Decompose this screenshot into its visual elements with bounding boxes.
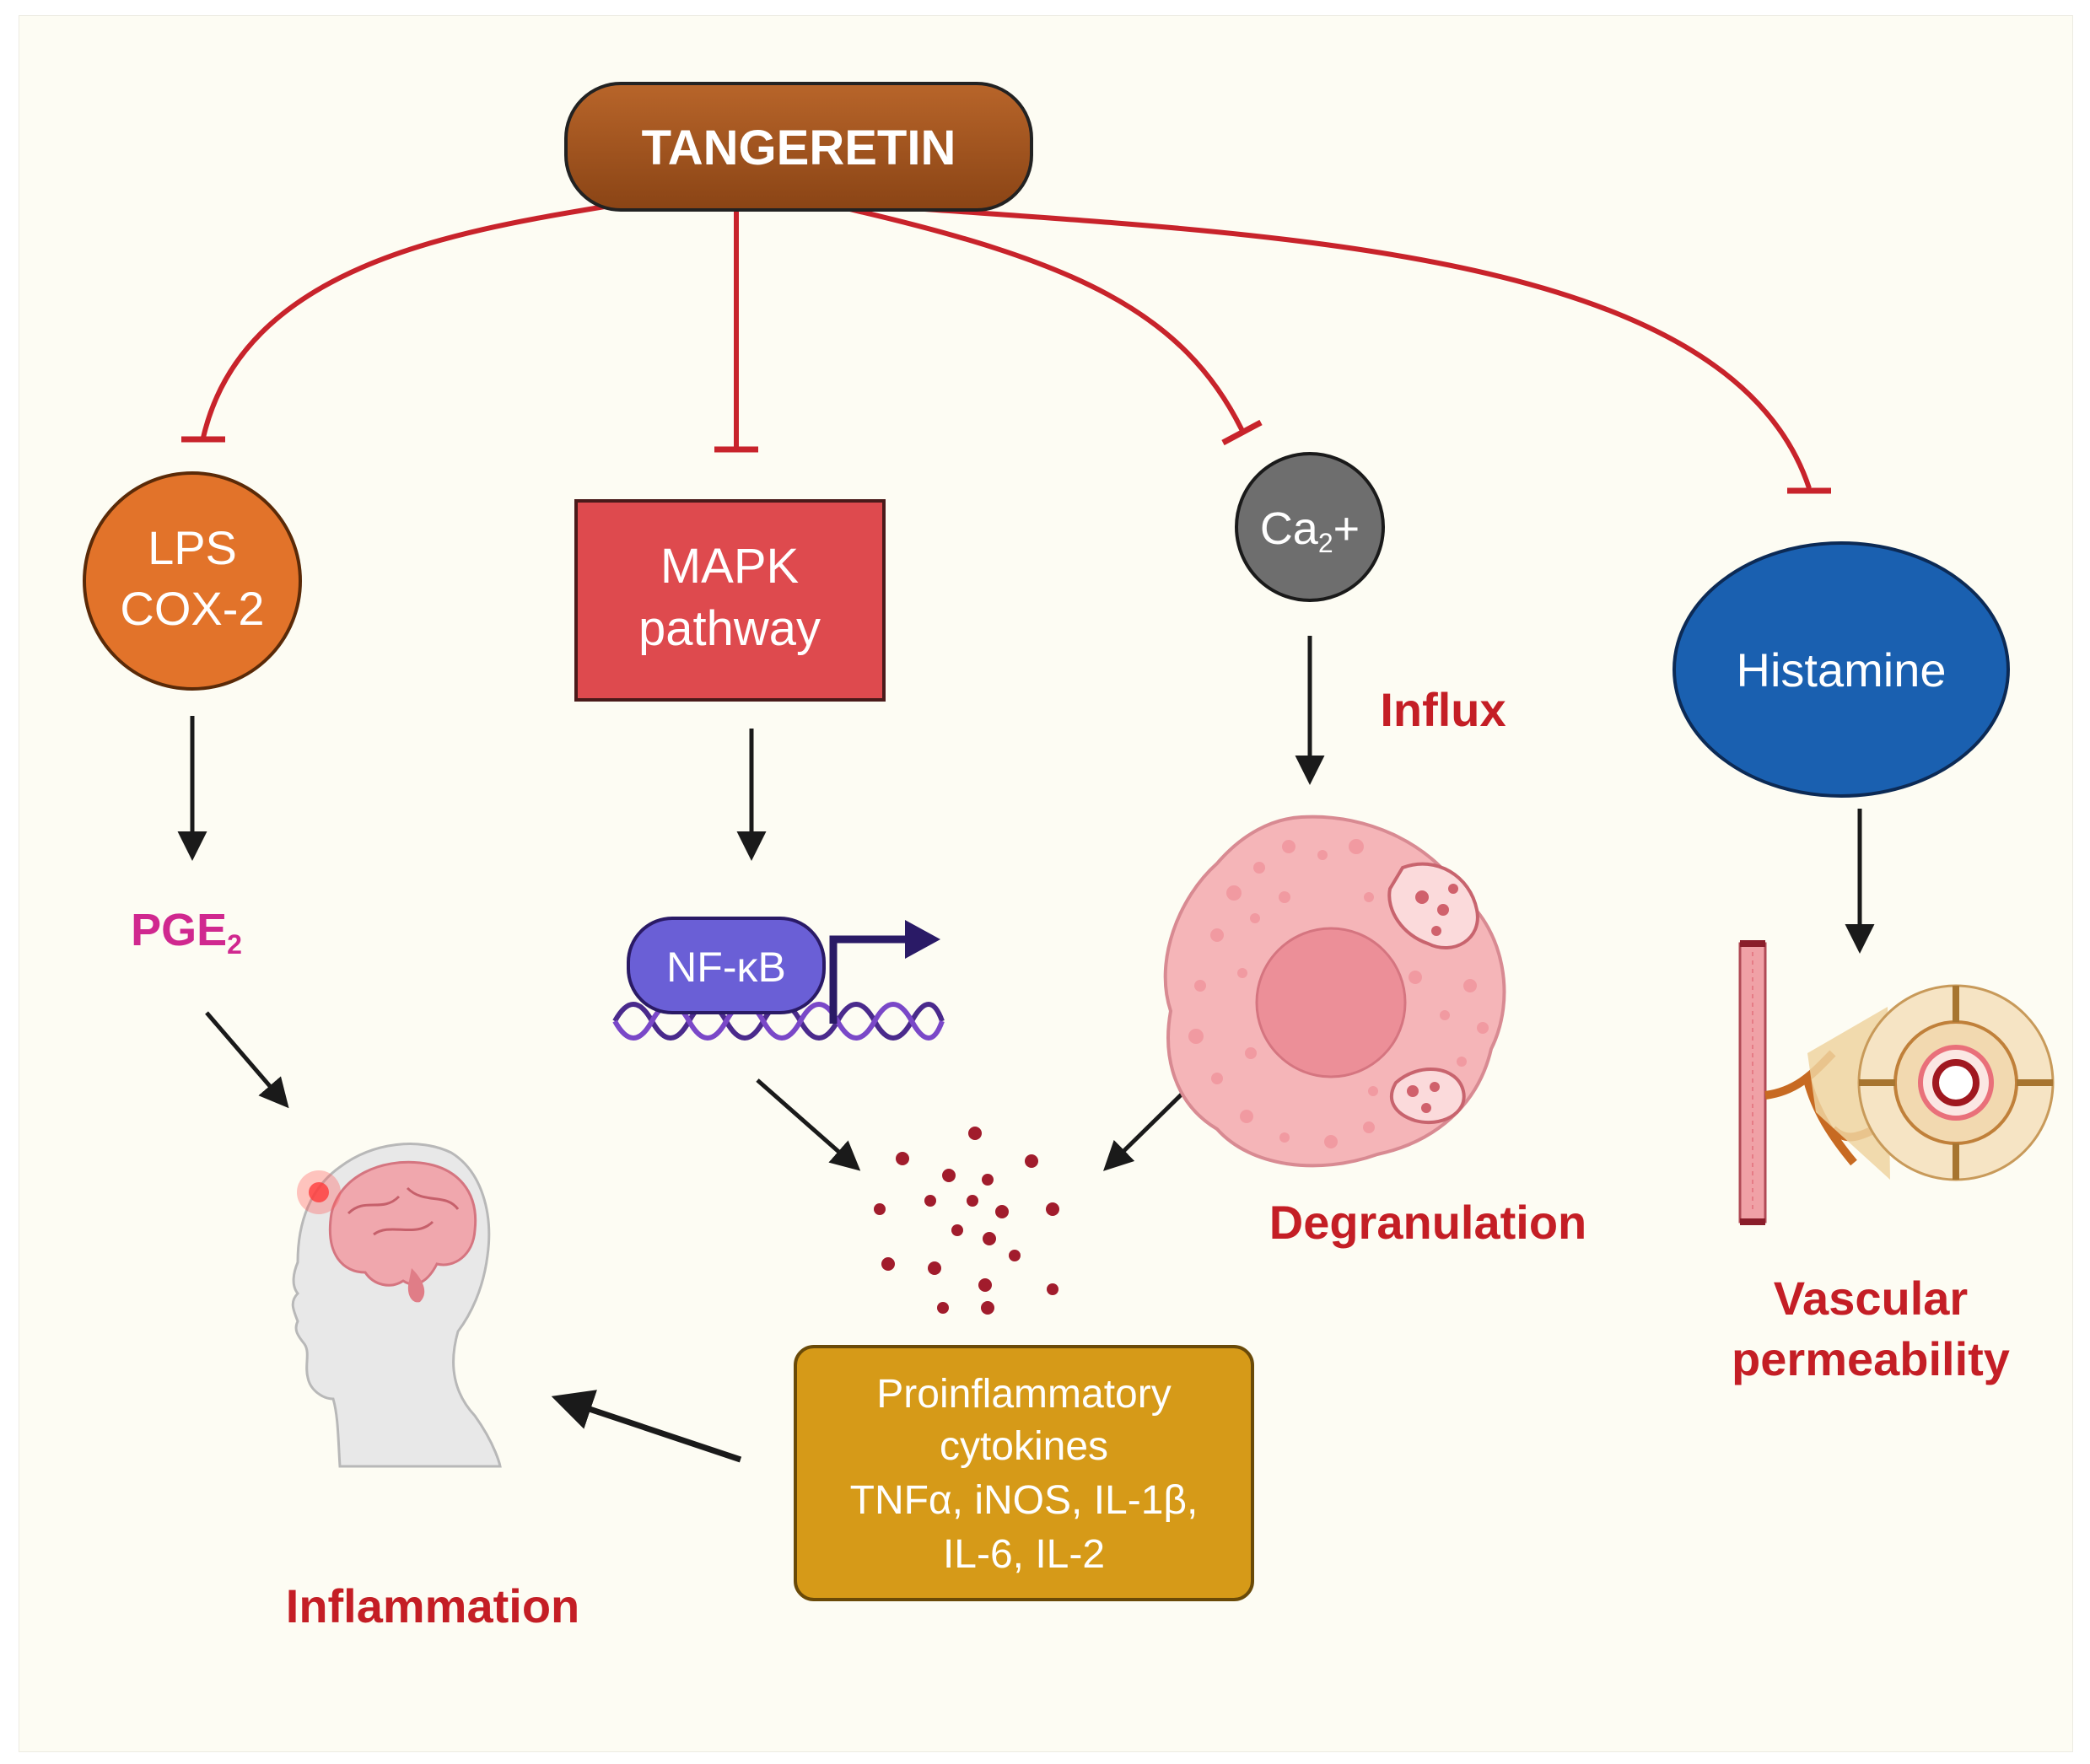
- nfkb-label: NF-κB: [666, 944, 786, 991]
- cytokine-line-4: IL-6, IL-2: [943, 1532, 1105, 1577]
- cytokine-line-3: TNFα, iNOS, IL-1β,: [850, 1478, 1199, 1523]
- tangeretin-node: TANGERETIN: [564, 82, 1033, 212]
- tangeretin-label: TANGERETIN: [642, 121, 956, 175]
- calcium-node: Ca2+: [1235, 452, 1385, 602]
- cytokine-box: Proinflammatory cytokines TNFα, iNOS, IL…: [794, 1345, 1254, 1601]
- nfkb-dna-group: NF-κB: [612, 917, 945, 1041]
- vesicle-dots: [1407, 884, 1458, 1113]
- pge2-subscript: 2: [227, 929, 242, 960]
- pathway-label: pathway: [638, 601, 821, 656]
- calcium-main: Ca: [1260, 503, 1319, 554]
- histamine-label: Histamine: [1737, 643, 1947, 696]
- permeability-label: permeability: [1732, 1332, 2010, 1385]
- inhibit-line-histamine: [913, 206, 1812, 489]
- cytokine-line-1: Proinflammatory: [876, 1372, 1171, 1417]
- calcium-label: Ca2+: [1260, 503, 1360, 558]
- lps-label: LPS: [148, 521, 237, 574]
- arrow-pge2-to-brain: [205, 1011, 289, 1109]
- vascular-label: Vascular: [1774, 1272, 1968, 1325]
- degranulation-label: Degranulation: [1269, 1196, 1586, 1249]
- influx-label: Influx: [1380, 683, 1506, 736]
- calcium-plus: +: [1333, 503, 1360, 554]
- cox2-label: COX-2: [120, 582, 264, 635]
- calcium-subscript: 2: [1318, 528, 1333, 558]
- mapk-pathway-node: MAPK pathway: [574, 499, 886, 702]
- brain-head-icon: [291, 1143, 502, 1468]
- inhibit-line-ca: [845, 206, 1245, 433]
- mast-cell-icon: [1163, 815, 1506, 1168]
- blood-vessel-icon: [1738, 940, 2055, 1225]
- nfkb-node: [627, 917, 826, 1014]
- mapk-label: MAPK: [660, 539, 800, 594]
- cytokine-line-2: cytokines: [940, 1424, 1108, 1469]
- arrow-cytokines-to-brain: [551, 1390, 742, 1463]
- cell-speckles: [1188, 839, 1489, 1148]
- pathway-diagram: TANGERETIN LPS COX-2 MAPK pathway Ca2+ H…: [83, 82, 2055, 1632]
- histamine-node: Histamine: [1673, 541, 2010, 798]
- cytokine-granules: [874, 1127, 1059, 1315]
- inhibit-bar-ca: [1221, 419, 1263, 446]
- transcription-arrow-icon: [829, 920, 940, 1024]
- pge2-main: PGE: [131, 905, 227, 955]
- inhibit-line-lps: [201, 203, 611, 438]
- inhibition-lines: [181, 203, 1831, 494]
- pge2-label: PGE2: [131, 905, 242, 960]
- diagram-canvas: TANGERETIN LPS COX-2 MAPK pathway Ca2+ H…: [19, 15, 2073, 1752]
- arrow-nfkb-to-cytokines: [756, 1078, 861, 1171]
- inflammation-label: Inflammation: [286, 1579, 579, 1632]
- lps-cox2-node: LPS COX-2: [83, 471, 302, 691]
